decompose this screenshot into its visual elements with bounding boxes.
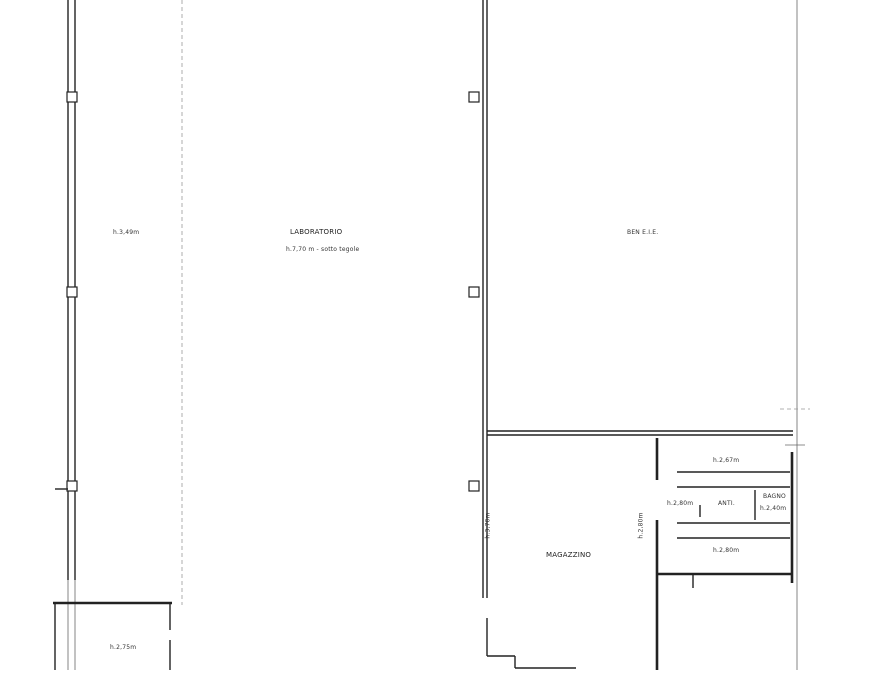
column-left-3 — [66, 480, 78, 492]
wc-1-label: ANTI. — [718, 500, 735, 507]
wc-2-height-label: h.2,40m — [760, 505, 787, 512]
column-center-3 — [468, 480, 480, 492]
room-laboratorio-label: LABORATORIO — [290, 228, 343, 236]
column-left-1 — [66, 91, 78, 103]
room-left-height-label: h.3,49m — [113, 229, 140, 236]
room-magazzino-label: MAGAZZINO — [546, 551, 592, 559]
side-height-label: h.2,80m — [637, 512, 645, 539]
magazzino-wall-height-label: h.3,70m — [484, 512, 492, 539]
column-center-2 — [468, 286, 480, 298]
column-left-2 — [66, 286, 78, 298]
room-a-height-label: h.2,67m — [713, 457, 740, 464]
wc-2-label: BAGNO — [763, 493, 786, 500]
room-right-top-label: BEN E.I.E. — [627, 229, 659, 236]
room-laboratorio-height-label: h.7,70 m - sotto tegole — [286, 246, 360, 253]
corridor-height-label: h.2,80m — [667, 500, 694, 507]
room-b-height-label: h.2,80m — [713, 547, 740, 554]
bottom-left-height-label: h.2,75m — [110, 644, 137, 651]
column-center-1 — [468, 91, 480, 103]
